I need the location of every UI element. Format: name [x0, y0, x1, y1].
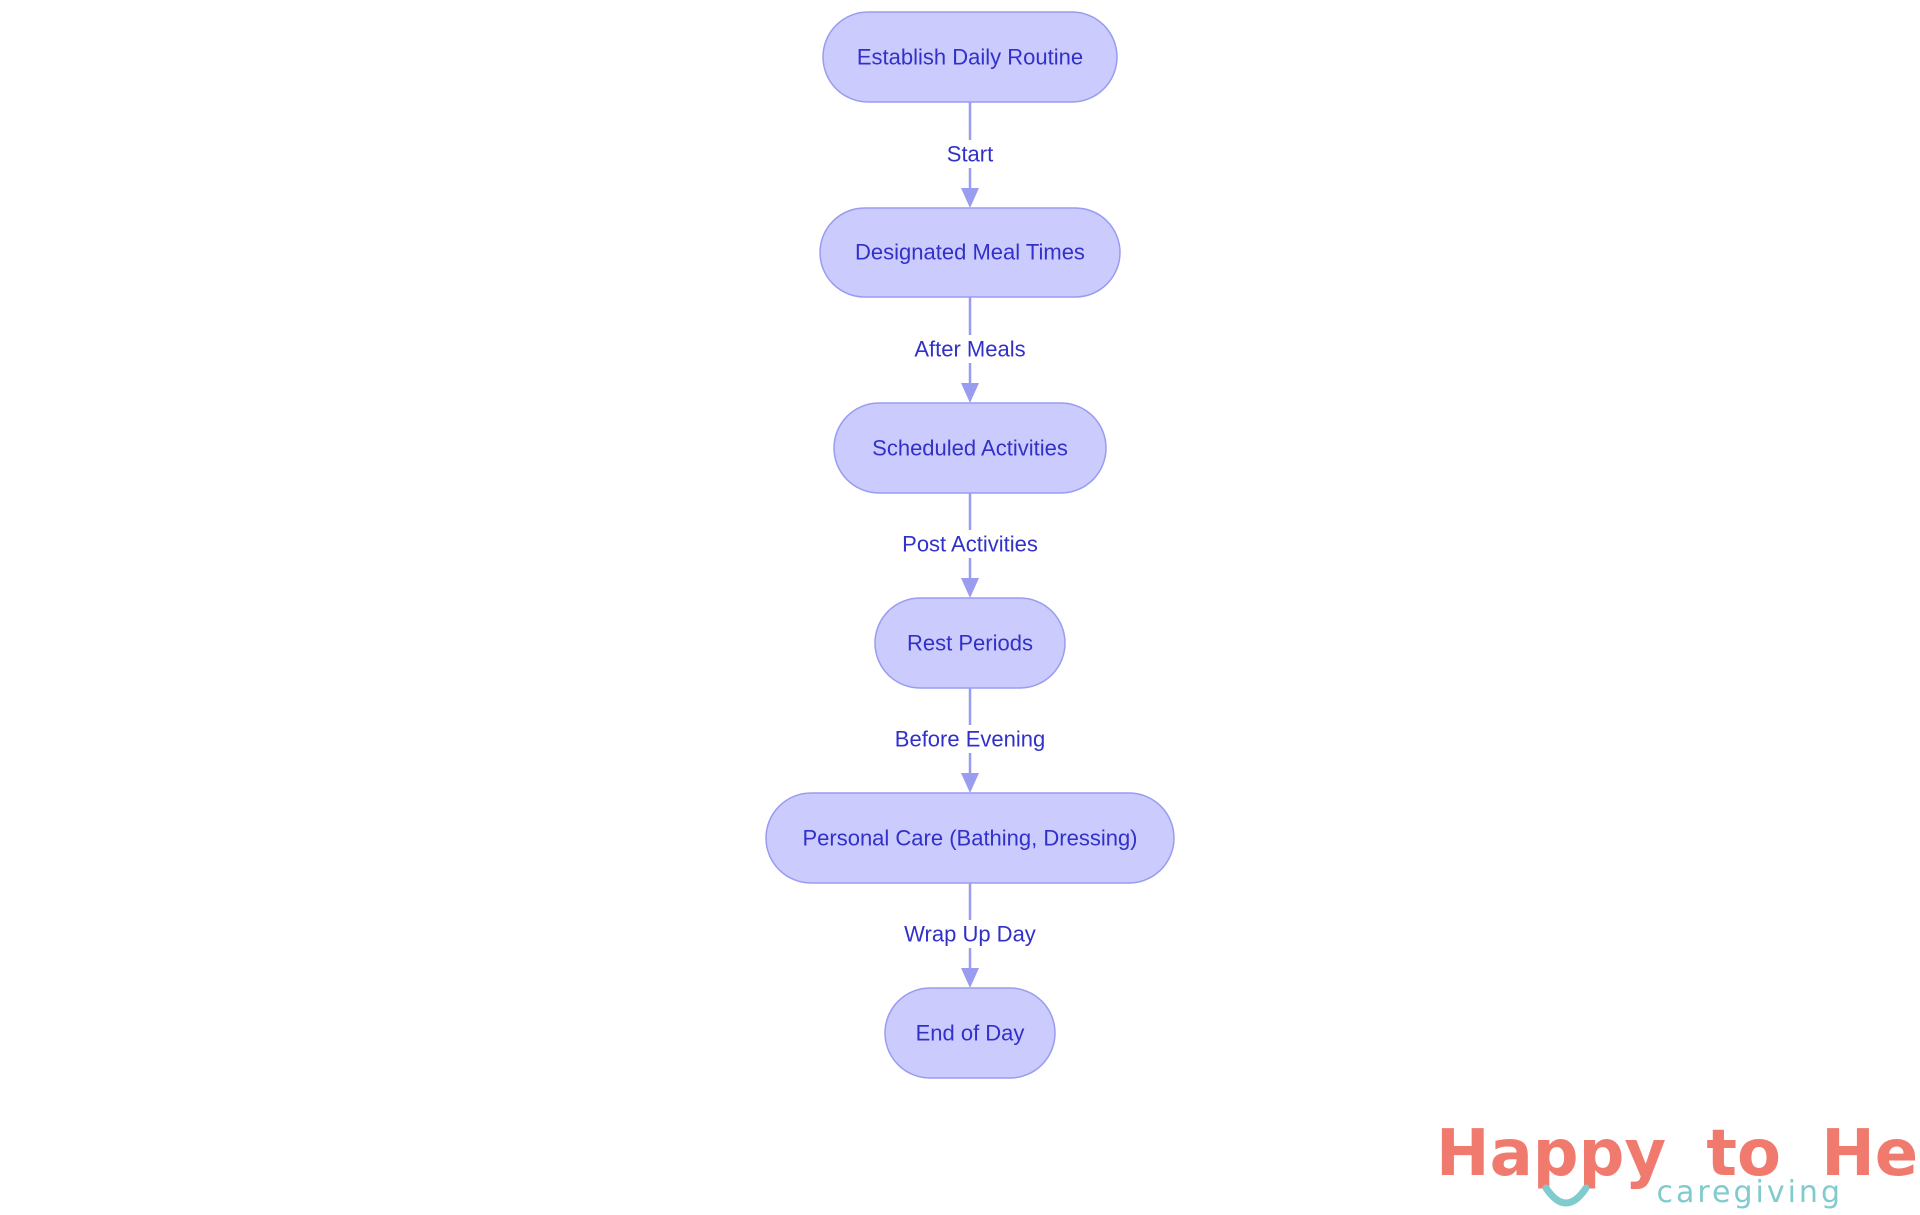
logo-tagline: caregiving	[1656, 1175, 1843, 1210]
node-label: Establish Daily Routine	[857, 45, 1083, 70]
node-label: Designated Meal Times	[855, 240, 1085, 265]
node-end-of-day[interactable]: End of Day	[884, 987, 1056, 1079]
logo-word-happy: Happy	[1436, 1117, 1666, 1191]
edge-before-evening: Before Evening	[891, 688, 1049, 793]
svg-text:Happy to Help: Happy to Help	[1436, 1117, 1920, 1191]
node-personal-care[interactable]: Personal Care (Bathing, Dressing)	[765, 792, 1175, 884]
node-designated-meal-times[interactable]: Designated Meal Times	[819, 207, 1121, 298]
edge-label-wrap-up-day: Wrap Up Day	[904, 922, 1036, 947]
edge-wrap-up-day: Wrap Up Day	[901, 883, 1039, 988]
happy-to-help-logo: Happy to Help caregiving	[1436, 1117, 1920, 1210]
node-rest-periods[interactable]: Rest Periods	[874, 597, 1066, 689]
edge-label-post-activities: Post Activities	[902, 532, 1038, 557]
edge-label-after-meals: After Meals	[914, 337, 1025, 362]
edge-after-meals: After Meals	[906, 297, 1034, 403]
edge-post-activities: Post Activities	[893, 493, 1047, 598]
smile-icon	[1542, 1184, 1590, 1207]
logo-word-help: Help	[1821, 1117, 1920, 1191]
node-label: Personal Care (Bathing, Dressing)	[802, 826, 1137, 851]
edge-start: Start	[936, 102, 1004, 208]
logo-word-to: to	[1706, 1117, 1781, 1191]
node-label: End of Day	[916, 1021, 1025, 1046]
node-scheduled-activities[interactable]: Scheduled Activities	[833, 402, 1107, 494]
node-label: Scheduled Activities	[872, 436, 1068, 461]
edge-label-start: Start	[947, 142, 993, 167]
edge-label-before-evening: Before Evening	[895, 727, 1045, 752]
node-establish-daily-routine[interactable]: Establish Daily Routine	[822, 11, 1118, 103]
node-label: Rest Periods	[907, 631, 1033, 656]
